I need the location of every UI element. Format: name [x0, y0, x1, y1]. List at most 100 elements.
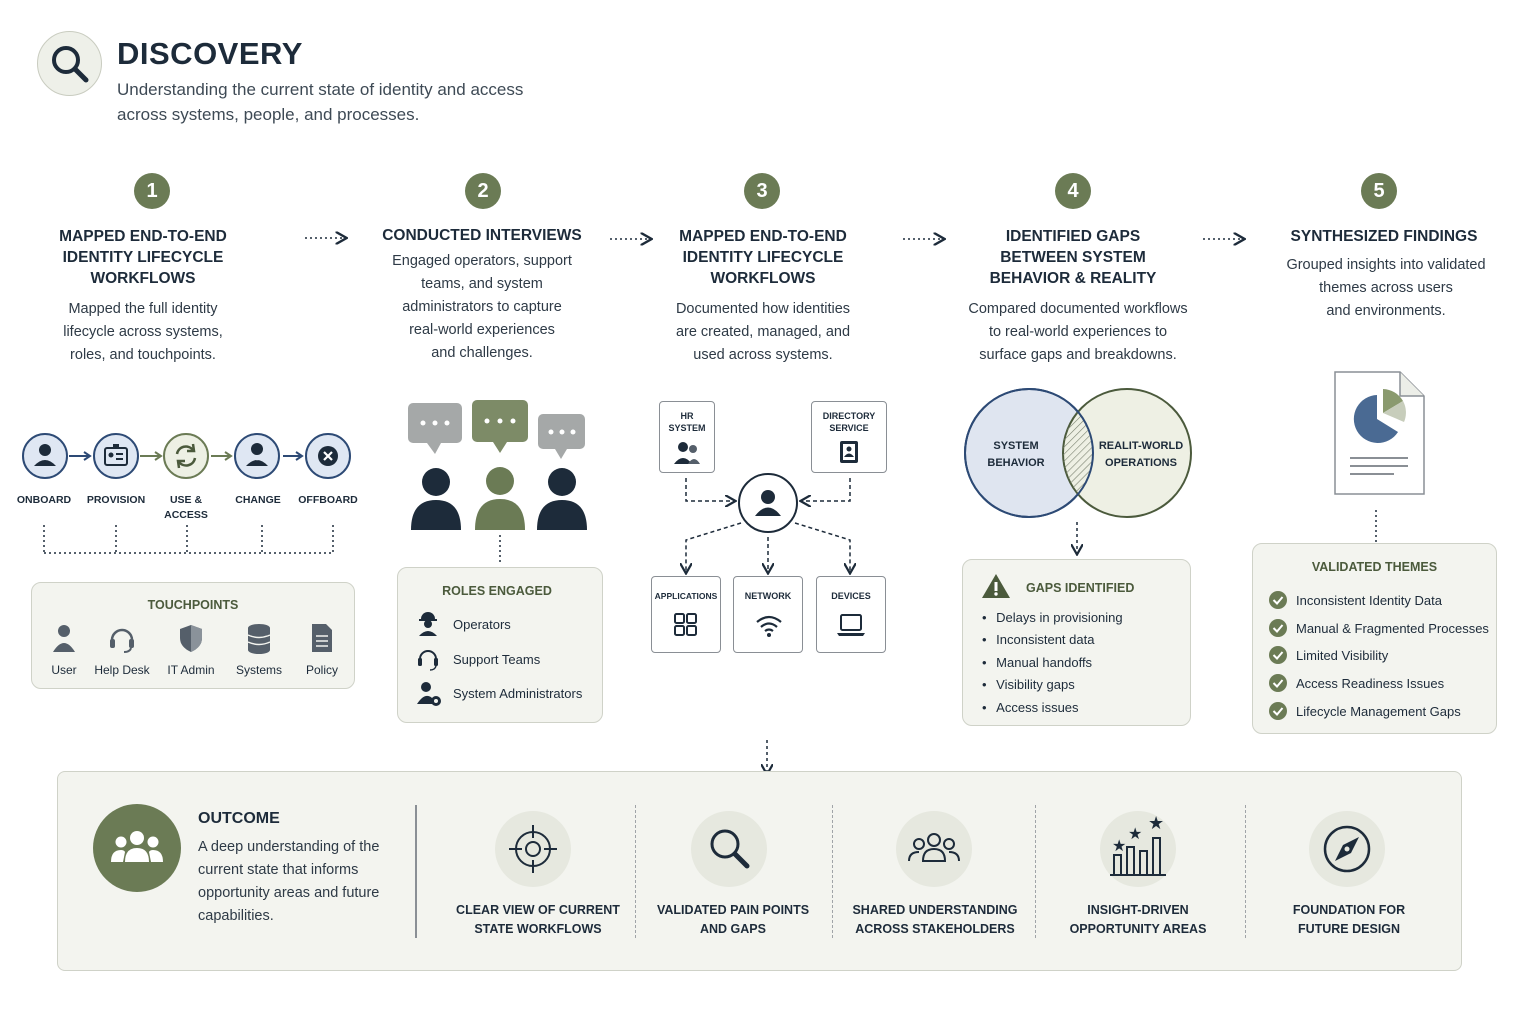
gap-item: • Visibility gaps	[982, 677, 1075, 692]
outcome-desc: A deep understanding of the current stat…	[198, 839, 380, 924]
check-circle-icon	[1268, 701, 1288, 726]
refresh-icon	[162, 432, 210, 485]
gap-item-text: Manual handoffs	[996, 655, 1093, 670]
touchpoint-label-policy: Policy	[305, 663, 338, 677]
outcome-item-label: FOUNDATION FOR FUTURE DESIGN	[1292, 903, 1406, 936]
gap-item-text: Access issues	[996, 700, 1079, 715]
divider	[1245, 805, 1246, 938]
compass-icon	[1309, 811, 1385, 887]
magnifier-icon	[37, 31, 102, 96]
outcome-item-label: SHARED UNDERSTANDING ACROSS STAKEHOLDERS	[852, 903, 1018, 936]
themes-title: VALIDATED THEMES	[1311, 560, 1438, 574]
laptop-icon	[835, 612, 867, 643]
interview-people-icon	[405, 398, 595, 538]
wifi-icon	[754, 612, 784, 643]
address-book-icon	[837, 439, 861, 470]
step-3-number: 3	[744, 173, 780, 209]
onboard-icon	[21, 432, 69, 485]
step-1-number: 1	[134, 173, 170, 209]
theme-item: Limited Visibility	[1296, 648, 1389, 663]
step-4-number: 4	[1055, 173, 1091, 209]
gap-item: • Manual handoffs	[982, 655, 1093, 670]
directory-service-label: DIRECTORY SERVICE	[822, 411, 876, 433]
step-4-desc: Compared documented workflows to real-wo…	[968, 301, 1188, 363]
venn-right-label: REALIT-WORLD OPERATIONS	[1098, 440, 1184, 469]
check-circle-icon	[1268, 645, 1288, 670]
headset-icon	[106, 622, 138, 659]
team-icon	[93, 804, 181, 897]
devices-label: DEVICES	[831, 591, 871, 601]
touchpoint-label-help-desk: Help Desk	[94, 663, 150, 677]
step-3-desc: Documented how identities are created, m…	[675, 301, 851, 363]
step-1-desc: Mapped the full identity lifecycle acros…	[63, 301, 223, 363]
step-2-desc: Engaged operators, support teams, and sy…	[392, 253, 572, 361]
step-5-desc: Grouped insights into validated themes a…	[1286, 257, 1486, 319]
gap-item-text: Delays in provisioning	[996, 610, 1123, 625]
gap-item: • Delays in provisioning	[982, 610, 1123, 625]
touchpoint-label-systems: Systems	[235, 663, 282, 677]
divider	[415, 805, 417, 938]
users-icon	[672, 440, 702, 471]
step-1-title: MAPPED END-TO-END IDENTITY LIFECYCLE WOR…	[59, 228, 227, 287]
stage-label-provision: PROVISION	[86, 494, 146, 506]
magnifier-icon	[691, 811, 767, 887]
roles-card	[397, 567, 603, 723]
provision-icon	[92, 432, 140, 485]
stage-label-change: CHANGE	[235, 494, 281, 506]
svg-text:★: ★	[1148, 813, 1164, 833]
report-pie-document-icon	[1332, 370, 1427, 503]
central-identity-icon	[737, 472, 799, 539]
step-5-title: SYNTHESIZED FINDINGS	[1290, 228, 1478, 245]
app-grid-icon	[672, 612, 700, 643]
group-icon	[896, 811, 972, 887]
check-circle-icon	[1268, 618, 1288, 643]
database-icon	[245, 622, 273, 659]
check-circle-icon	[1268, 590, 1288, 615]
step-3-title: MAPPED END-TO-END IDENTITY LIFECYCLE WOR…	[679, 228, 847, 287]
step-4-title: IDENTIFIED GAPS BETWEEN SYSTEM BEHAVIOR …	[989, 228, 1157, 287]
applications-label: APPLICATIONS	[654, 591, 718, 601]
admin-gear-icon	[416, 680, 442, 713]
network-label: NETWORK	[744, 591, 792, 601]
stage-label-onboard: ONBOARD	[16, 494, 72, 506]
outcome-item-label: CLEAR VIEW OF CURRENT STATE WORKFLOWS	[456, 903, 620, 936]
check-circle-icon	[1268, 673, 1288, 698]
target-icon	[495, 811, 571, 887]
touchpoint-label-user: User	[51, 663, 77, 677]
gap-item: • Access issues	[982, 700, 1079, 715]
hr-system-label: HR SYSTEM	[668, 411, 706, 433]
theme-item: Inconsistent Identity Data	[1296, 593, 1442, 608]
gap-item-text: Visibility gaps	[996, 677, 1075, 692]
stage-label-offboard: OFFBOARD	[298, 494, 358, 506]
divider	[832, 805, 833, 938]
themes-card	[1252, 543, 1497, 734]
headset-icon	[416, 645, 440, 676]
chart-stars-icon: ★★★	[1100, 811, 1176, 887]
gaps-title: GAPS IDENTIFIED	[1026, 581, 1135, 595]
theme-item: Lifecycle Management Gaps	[1296, 704, 1461, 719]
role-item: System Administrators	[453, 686, 583, 701]
page-title: DISCOVERY	[117, 36, 303, 71]
shield-icon	[176, 622, 206, 659]
outcome-title: OUTCOME	[198, 810, 280, 827]
step-2-title: CONDUCTED INTERVIEWS	[382, 227, 582, 244]
step-2-number: 2	[465, 173, 501, 209]
theme-item: Manual & Fragmented Processes	[1296, 621, 1489, 636]
role-item: Support Teams	[453, 652, 541, 667]
divider	[635, 805, 636, 938]
warning-icon	[980, 572, 1012, 605]
divider	[1035, 805, 1036, 938]
offboard-icon	[304, 432, 352, 485]
user-icon	[50, 622, 78, 659]
outcome-item-label: VALIDATED PAIN POINTS AND GAPS	[656, 903, 810, 936]
svg-text:★: ★	[1112, 838, 1126, 855]
venn-left-label: SYSTEM BEHAVIOR	[987, 440, 1045, 469]
applications-box	[651, 576, 721, 653]
document-icon	[309, 622, 335, 659]
network-box	[733, 576, 803, 653]
role-item: Operators	[453, 617, 511, 632]
page-subtitle: Understanding the current state of ident…	[117, 80, 524, 124]
venn-diagram	[964, 388, 1192, 518]
theme-item: Access Readiness Issues	[1296, 676, 1445, 691]
hardhat-worker-icon	[416, 610, 440, 641]
